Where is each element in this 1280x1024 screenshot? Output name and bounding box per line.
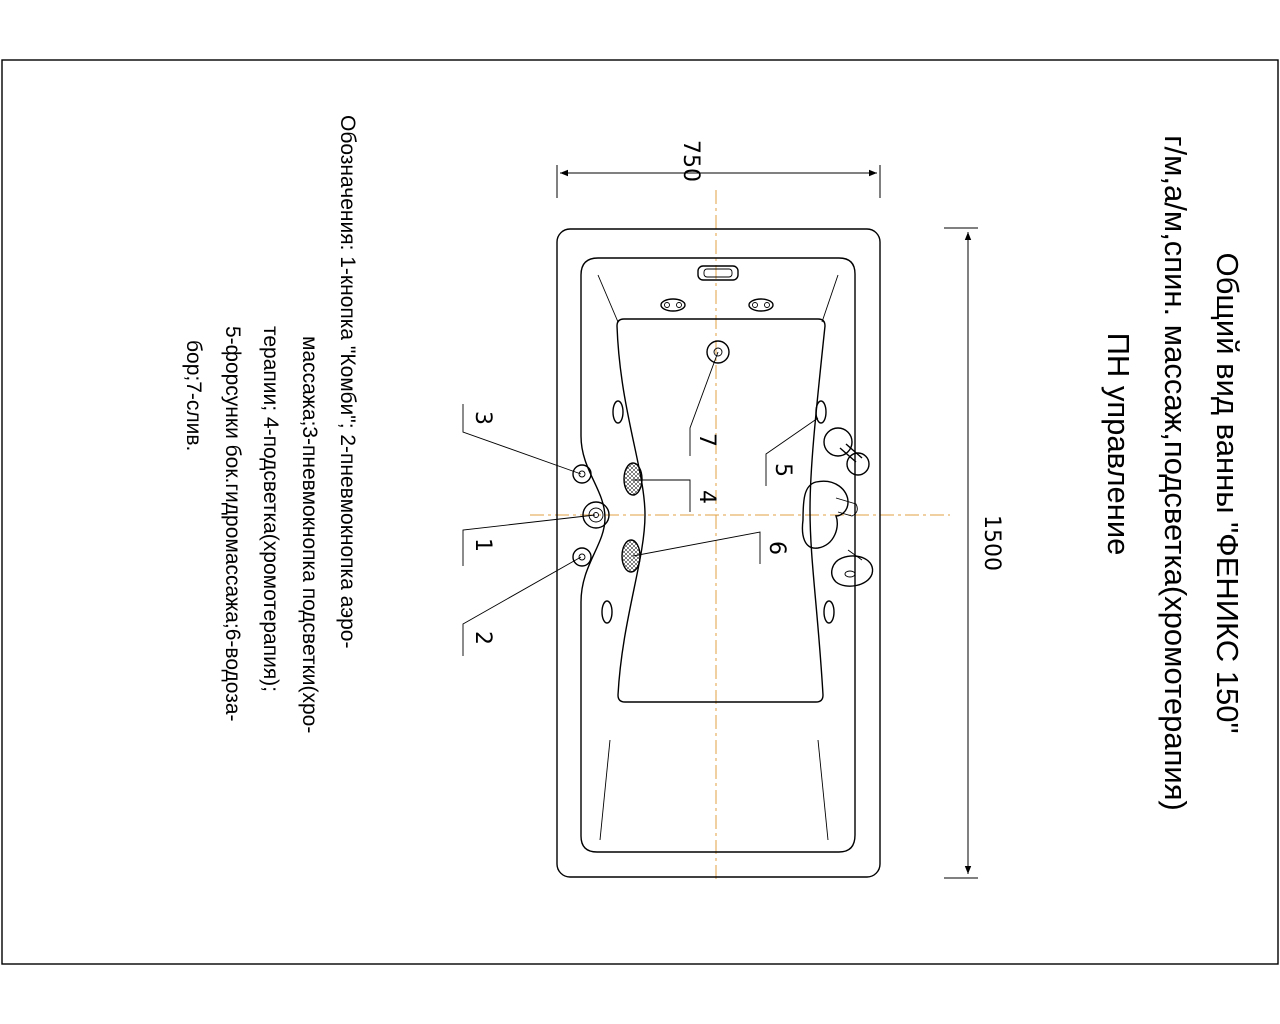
side-jets (601, 400, 835, 624)
legend-line-1: Обозначения: 1-кнопка "Комби"; 2-пневмок… (336, 115, 359, 648)
callout-4: 4 (694, 490, 719, 504)
callout-5: 5 (770, 463, 795, 477)
back-massage-jet-left-icon (660, 298, 686, 312)
length-dimension: 1500 (944, 227, 1004, 879)
title-line-1: Общий вид ванны "ФЕНИКС 150" (1210, 253, 1245, 734)
legend-line-4: 5-форсунки бок.гидромассажа;6-водоза- (221, 326, 244, 722)
side-jet-icon (815, 400, 827, 424)
chromotherapy-light-icon (623, 462, 643, 496)
back-massage-jet-right-icon (748, 298, 774, 312)
side-jet-icon (823, 600, 835, 624)
mixer-handle-icon (823, 427, 870, 476)
bathtub-outer-rim (556, 228, 881, 878)
drawing-frame (1, 59, 1279, 965)
callout-1: 1 (470, 538, 495, 552)
legend-line-2: массажа;3-пневмокнопка подсветки(хро- (298, 336, 321, 733)
callout-3: 3 (470, 411, 495, 425)
chromotherapy-light-icon (621, 539, 641, 573)
pneumo-button-light-icon (572, 464, 592, 484)
drain-icon (706, 340, 730, 364)
callouts: 3 1 2 4 7 5 6 (462, 351, 819, 656)
width-label: 750 (678, 140, 703, 182)
legend-line-5: бор;7-слив. (182, 340, 205, 451)
bathtub (556, 228, 881, 878)
hand-shower-icon (831, 549, 874, 587)
callout-2: 2 (470, 631, 495, 645)
side-jet-icon (612, 400, 624, 424)
legend-block: Обозначения: 1-кнопка "Комби"; 2-пневмок… (182, 115, 359, 733)
overflow-inlet-icon (697, 265, 739, 281)
title-line-3: ПН управление (1101, 333, 1136, 556)
legend-line-3: терапии; 4-подсветка(хромотерапия); (259, 326, 282, 692)
pneumo-button-aero-icon (572, 547, 592, 567)
callout-7: 7 (694, 433, 719, 447)
side-jet-icon (601, 600, 613, 624)
title-line-2: г/м,а/м,спин. массаж,подсветка(хромотера… (1158, 135, 1193, 811)
width-dimension: 750 (556, 140, 881, 198)
callout-6: 6 (764, 541, 789, 555)
bathtub-bottom (616, 318, 826, 703)
spout-icon (801, 480, 858, 549)
title-block: Общий вид ванны "ФЕНИКС 150" г/м,а/м,спи… (1101, 135, 1245, 811)
length-label: 1500 (979, 515, 1004, 571)
